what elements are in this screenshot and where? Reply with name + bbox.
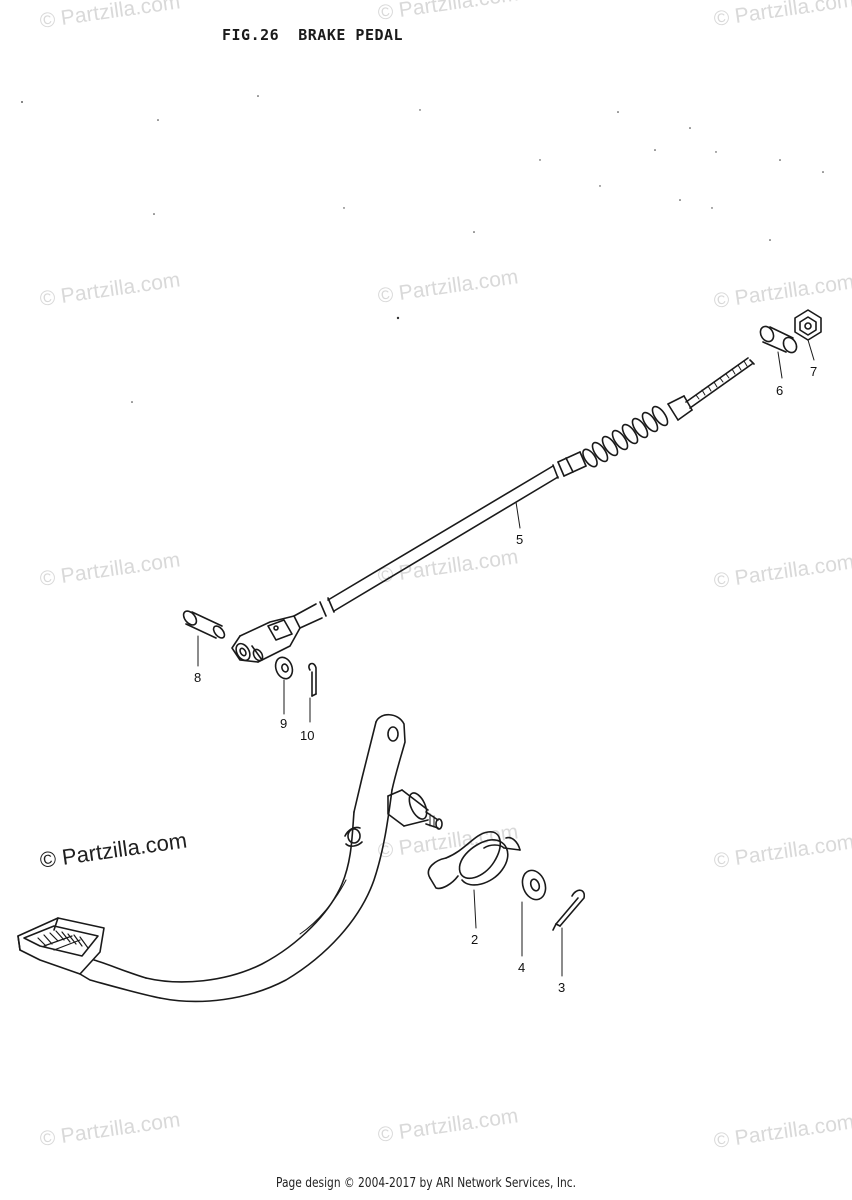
callout-2: 2: [471, 932, 478, 947]
clevis: [231, 615, 301, 663]
figure-title: FIG.26 BRAKE PEDAL: [222, 26, 404, 44]
part-10-cotter-pin: [308, 662, 317, 697]
brake-pedal-body: [17, 713, 443, 1003]
callout-5: 5: [516, 532, 523, 547]
callout-4: 4: [518, 960, 525, 975]
callout-6: 6: [776, 383, 783, 398]
callout-10: 10: [300, 728, 314, 743]
part-4-washer: [521, 869, 547, 901]
part-6-joint: [759, 325, 798, 354]
leader-lines: [197, 339, 815, 977]
callout-9: 9: [280, 716, 287, 731]
part-5-brake-rod: [293, 357, 755, 629]
part-3-cotter-pin: [552, 889, 586, 931]
callout-3: 3: [558, 980, 565, 995]
part-8-clevis-pin: [182, 610, 226, 639]
foot-pad-grip: [37, 930, 89, 951]
part-9-washer: [274, 656, 294, 680]
callout-numbers: 7 6 5 8 9 10 2 4 3: [194, 364, 817, 995]
callout-7: 7: [810, 364, 817, 379]
callout-8: 8: [194, 670, 201, 685]
scan-specks: [21, 95, 824, 403]
part-2-spring: [427, 831, 521, 890]
rod-threads: [695, 360, 748, 400]
part-7-nut: [794, 309, 822, 341]
footer-copyright: Page design © 2004-2017 by ARI Network S…: [276, 1176, 576, 1191]
rod-spring: [582, 405, 669, 468]
